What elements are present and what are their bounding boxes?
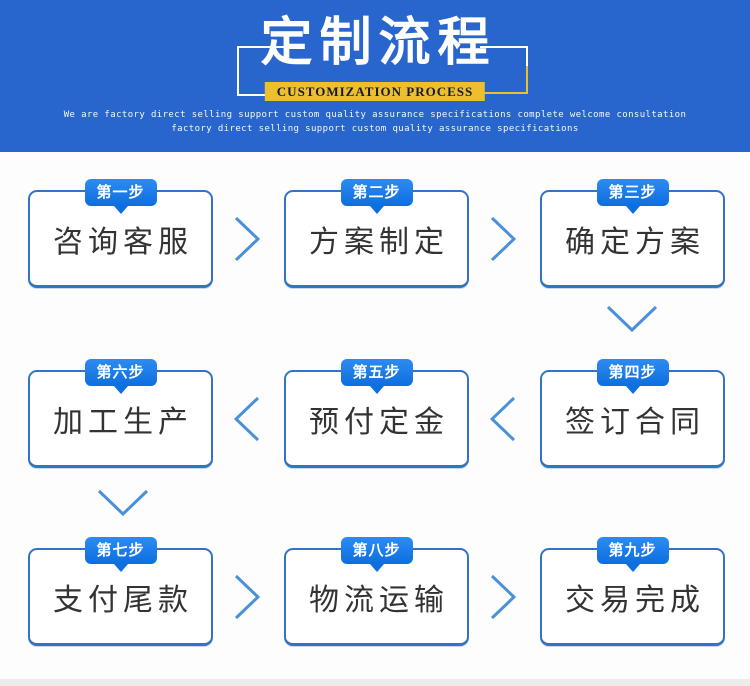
arrow-left-icon — [490, 396, 516, 442]
step-badge: 第五步 — [340, 359, 413, 386]
step-box-2: 第二步 方案制定 — [284, 179, 469, 288]
arrow-right-icon — [490, 216, 516, 262]
title-bracket-right — [480, 46, 528, 68]
title-bracket-right-gold — [480, 66, 528, 94]
step-label: 交易完成 — [565, 583, 705, 617]
step-box-3: 第三步 确定方案 — [540, 179, 725, 288]
step-label: 咨询客服 — [53, 225, 193, 259]
title-bracket-left — [237, 46, 285, 96]
step-box-5: 第五步 预付定金 — [284, 359, 469, 468]
step-box-7: 第七步 支付尾款 — [28, 537, 213, 646]
step-label: 预付定金 — [309, 405, 449, 439]
step-box-1: 第一步 咨询客服 — [28, 179, 213, 288]
step-box-4: 第四步 签订合同 — [540, 359, 725, 468]
tagline-line2: factory direct selling support custom qu… — [171, 124, 579, 134]
step-badge: 第六步 — [84, 359, 157, 386]
flow-diagram: 第一步 咨询客服 第二步 方案制定 第三步 确定方案 第六步 加工生产 — [0, 152, 750, 686]
step-badge: 第九步 — [596, 537, 669, 564]
step-label: 支付尾款 — [53, 583, 193, 617]
arrow-right-icon — [490, 574, 516, 620]
step-badge: 第四步 — [596, 359, 669, 386]
step-box-8: 第八步 物流运输 — [284, 537, 469, 646]
header-banner: 定制流程 CUSTOMIZATION PROCESS We are factor… — [0, 0, 750, 152]
step-box-9: 第九步 交易完成 — [540, 537, 725, 646]
step-badge: 第三步 — [596, 179, 669, 206]
arrow-left-icon — [234, 396, 260, 442]
step-label: 签订合同 — [565, 405, 705, 439]
tagline-line1: We are factory direct selling support cu… — [63, 110, 687, 120]
step-badge: 第二步 — [340, 179, 413, 206]
step-label: 确定方案 — [565, 225, 705, 259]
step-badge: 第八步 — [340, 537, 413, 564]
step-badge: 第一步 — [84, 179, 157, 206]
step-label: 方案制定 — [309, 225, 449, 259]
subtitle-badge: CUSTOMIZATION PROCESS — [264, 82, 486, 101]
step-label: 加工生产 — [53, 405, 193, 439]
step-label: 物流运输 — [309, 583, 449, 617]
arrow-right-icon — [234, 574, 260, 620]
arrow-down-icon — [606, 305, 658, 333]
arrow-down-icon — [97, 489, 149, 517]
footer-strip — [0, 679, 750, 686]
step-badge: 第七步 — [84, 537, 157, 564]
page-title: 定制流程 — [260, 14, 497, 72]
arrow-right-icon — [234, 216, 260, 262]
step-box-6: 第六步 加工生产 — [28, 359, 213, 468]
